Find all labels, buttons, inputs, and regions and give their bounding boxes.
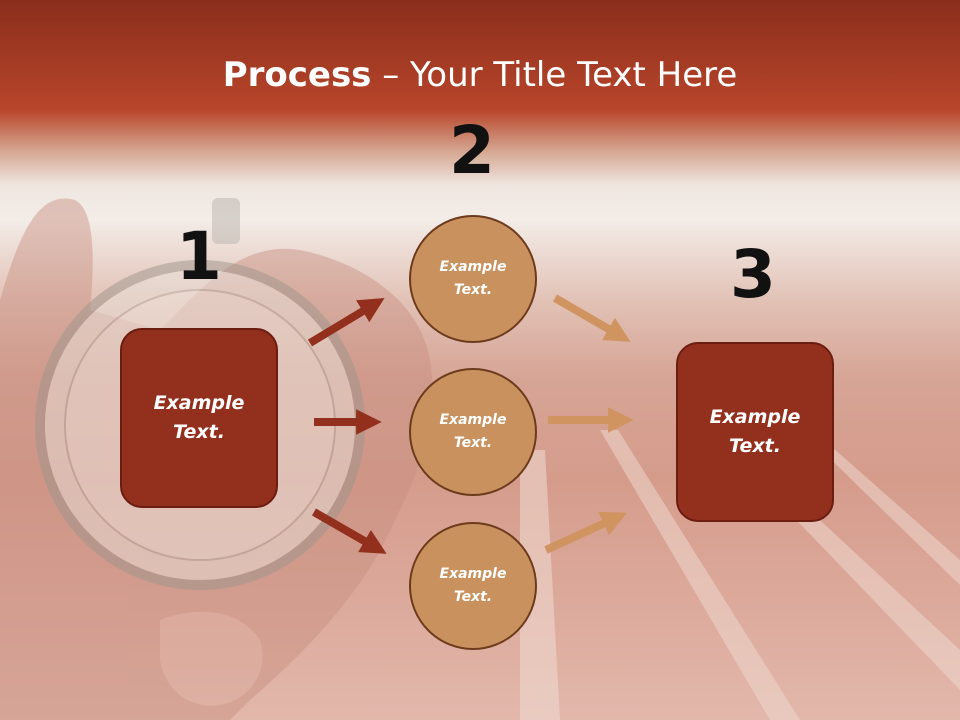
- step-number-3: 3: [730, 236, 776, 313]
- left-step-box: Example Text.: [120, 328, 278, 508]
- arrow-to-circle-1: [307, 298, 385, 347]
- title-rest: – Your Title Text Here: [371, 55, 738, 95]
- title-bold: Process: [222, 55, 372, 95]
- circle-step-3: Example Text.: [409, 522, 537, 650]
- slide-title: Process – Your Title Text Here: [0, 52, 960, 98]
- right-step-box: Example Text.: [676, 342, 834, 522]
- circle-step-2: Example Text.: [409, 368, 537, 496]
- step-number-2: 2: [449, 112, 495, 189]
- arrow-from-circle-3: [544, 511, 627, 554]
- arrow-from-circle-1: [552, 294, 631, 342]
- circle-step-1: Example Text.: [409, 215, 537, 343]
- step-number-1: 1: [176, 218, 222, 295]
- arrow-to-circle-3: [312, 508, 387, 554]
